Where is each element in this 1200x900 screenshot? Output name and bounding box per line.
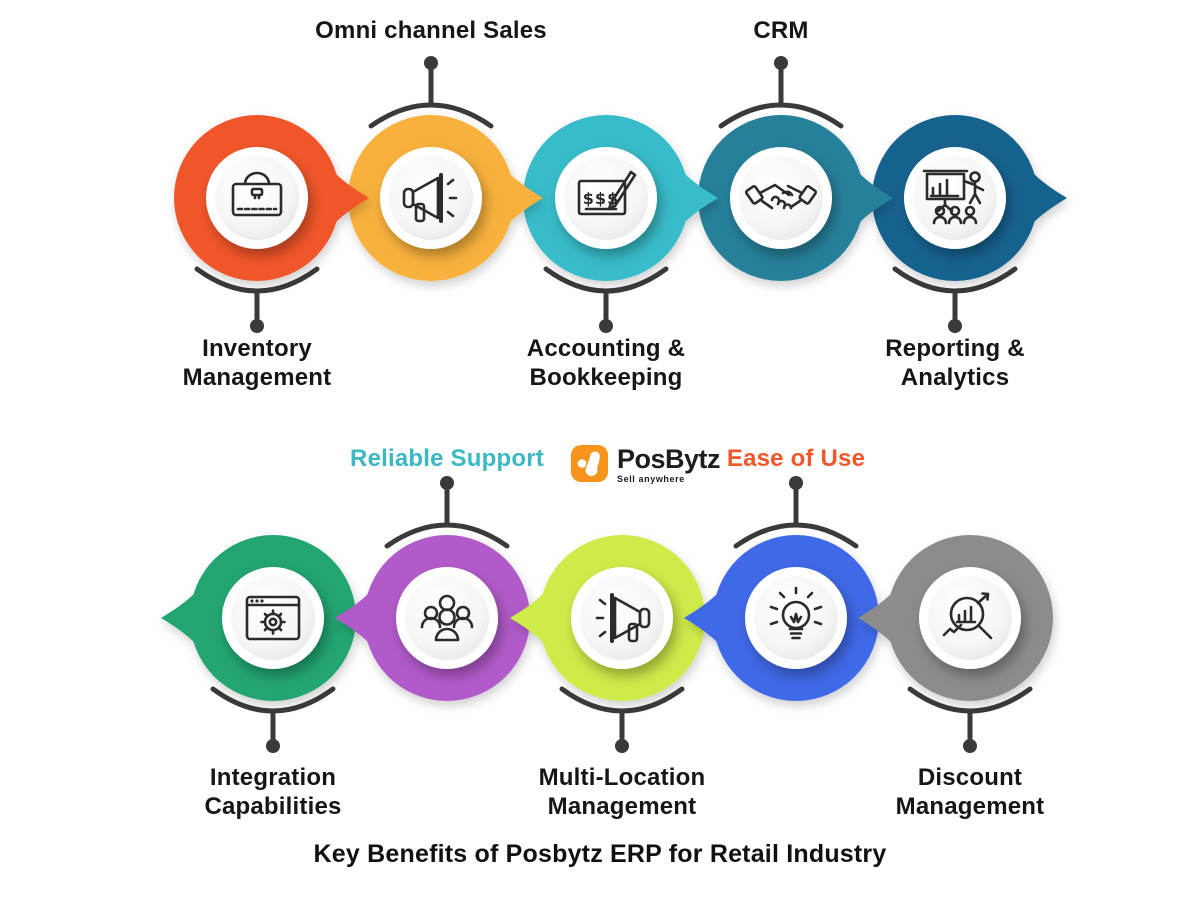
connector-bracket	[210, 686, 336, 753]
node-inventory-management	[174, 115, 369, 281]
connector-bracket	[384, 476, 510, 549]
people-group-icon	[420, 594, 474, 642]
node-omni-channel-sales	[348, 115, 543, 281]
posbytz-logo-icon	[571, 445, 608, 482]
connector-bracket	[559, 686, 685, 753]
node-ease-of-use	[684, 535, 879, 701]
label-accounting-bookkeeping: Accounting &Bookkeeping	[526, 335, 686, 391]
node-multi-location-management	[510, 535, 705, 701]
connector-bracket	[907, 686, 1033, 753]
label-reporting-analytics: Reporting &Analytics	[885, 335, 1025, 391]
browser-gear-icon	[245, 595, 301, 641]
label-ease-of-use: Ease of Use	[726, 445, 866, 472]
connector-bracket	[892, 266, 1018, 333]
node-reliable-support	[335, 535, 530, 701]
connector-bracket	[733, 476, 859, 549]
page-title: Key Benefits of Posbytz ERP for Retail I…	[313, 840, 887, 868]
posbytz-logo: PosBytz Sell anywhere	[570, 444, 721, 484]
label-crm: CRM	[753, 17, 809, 44]
svg-text:$$$: $$$	[583, 189, 619, 208]
presentation-icon	[922, 169, 985, 225]
magnifier-chart-icon	[942, 592, 993, 640]
money-check-pen-icon: $$$	[577, 170, 637, 216]
label-reliable-support: Reliable Support	[350, 445, 544, 472]
label-omni-channel-sales: Omni channel Sales	[315, 17, 547, 44]
connector-bracket	[543, 266, 669, 333]
node-reporting-analytics	[872, 115, 1067, 281]
node-accounting-bookkeeping: $$$	[523, 115, 718, 281]
lightbulb-icon	[769, 586, 823, 640]
node-integration-capabilities	[161, 535, 356, 701]
handshake-icon	[744, 183, 818, 210]
posbytz-logo-tagline: Sell anywhere	[617, 474, 685, 484]
connector-bracket	[368, 56, 494, 129]
briefcase-icon	[231, 171, 283, 217]
posbytz-logo-name: PosBytz	[617, 444, 721, 474]
connector-bracket	[194, 266, 320, 333]
node-crm	[698, 115, 893, 281]
connector-bracket	[718, 56, 844, 129]
node-discount-management	[858, 535, 1053, 701]
